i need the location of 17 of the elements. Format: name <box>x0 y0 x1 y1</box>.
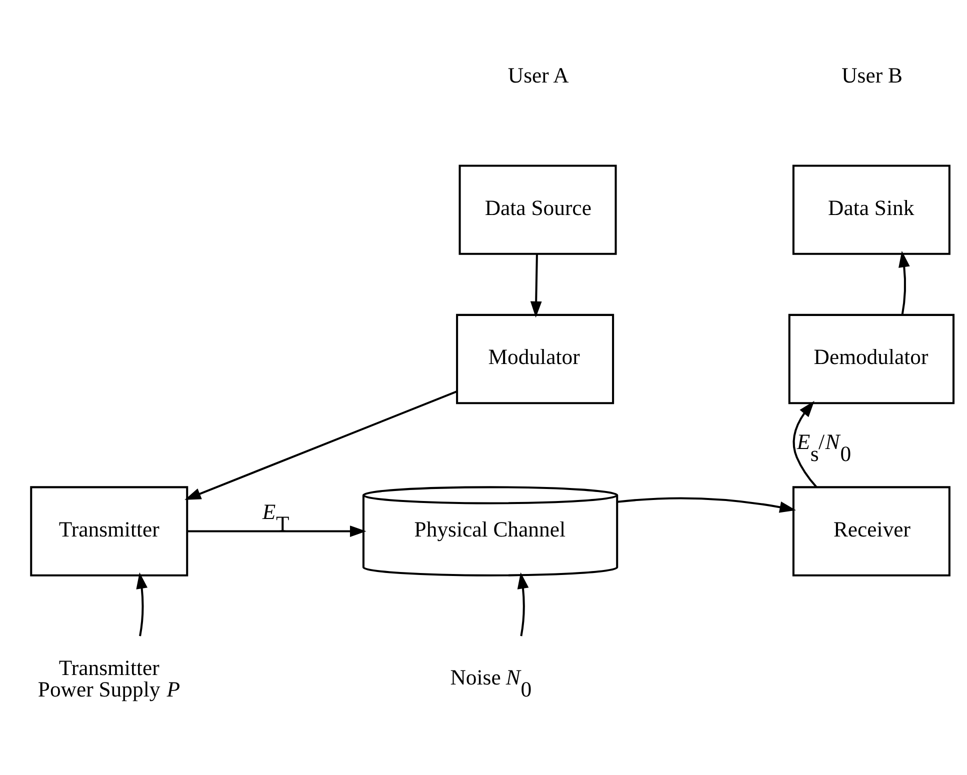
arrow <box>792 400 818 488</box>
node-box: Data Sink <box>792 164 950 255</box>
arrow <box>136 572 148 636</box>
arrow <box>517 572 529 636</box>
node-box: Receiver <box>792 486 950 576</box>
arrow <box>184 390 458 500</box>
label: User A <box>508 64 569 88</box>
arrow <box>530 254 542 318</box>
node-text: Transmitter Power Supply P <box>38 656 180 702</box>
arrow <box>898 250 910 315</box>
arrow <box>187 526 366 537</box>
label: User B <box>842 64 902 88</box>
node-box: Demodulator <box>788 314 955 404</box>
node-box: Data Source <box>458 164 617 255</box>
node-box: Modulator <box>456 314 614 404</box>
node-box: Transmitter <box>30 486 188 576</box>
arrow <box>617 497 796 513</box>
